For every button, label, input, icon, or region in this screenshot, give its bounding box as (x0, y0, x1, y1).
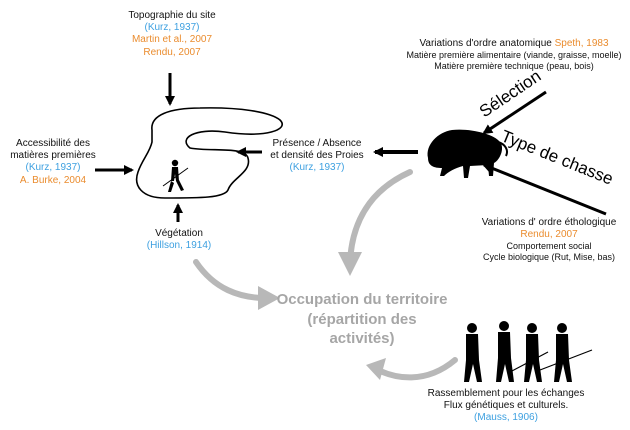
presence-block: Présence / Absence et densité des Proies… (262, 138, 372, 175)
accessibilite-ref-burke: A. Burke, 2004 (19, 174, 87, 186)
accessibilite-ref-kurz: (Kurz, 1937) (25, 162, 81, 174)
accessibilite-line1: Accessibilité des (16, 138, 90, 149)
ethologique-block: Variations d' ordre éthologique Rendu, 2… (470, 217, 628, 263)
anatomique-line1: Matière première alimentaire (viande, gr… (406, 50, 622, 61)
topographie-title: Topographie du site (128, 10, 216, 21)
presence-ref: (Kurz, 1937) (289, 162, 345, 174)
topographie-ref-kurz: (Kurz, 1937) (144, 22, 200, 34)
presence-line1: Présence / Absence (272, 138, 362, 149)
black-arrows (95, 73, 607, 222)
cycle-arrows (193, 169, 458, 381)
cave-outline-icon (135, 107, 283, 199)
vegetation-ref: (Hillson, 1914) (146, 240, 212, 252)
ethologique-line2: Cycle biologique (Rut, Mise, bas) (482, 252, 616, 263)
anatomique-block: Variations d'ordre anatomique Speth, 198… (402, 38, 626, 72)
occupation-line1: Occupation du territoire (276, 291, 448, 308)
vegetation-block: Végétation (Hillson, 1914) (124, 228, 234, 252)
topographie-ref-martin: Martin et al., 2007 (131, 34, 213, 46)
presence-line2: et densité des Proies (270, 150, 364, 162)
hunter-figure-icon (162, 159, 189, 192)
anatomique-ref: Speth, 1983 (554, 38, 609, 49)
occupation-line3: activités) (329, 330, 395, 347)
anatomique-title: Variations d'ordre anatomique (419, 38, 552, 49)
anatomique-title-line: Variations d'ordre anatomique Speth, 198… (402, 38, 626, 50)
accessibilite-block: Accessibilité des matières premières (Ku… (2, 138, 104, 187)
accessibilite-line2: matières premières (10, 150, 96, 162)
vegetation-title: Végétation (155, 228, 203, 239)
rassemblement-block: Rassemblement pour les échanges Flux gén… (418, 388, 594, 425)
topographie-ref-rendu: Rendu, 2007 (143, 46, 201, 58)
ethologique-line1: Comportement social (506, 241, 592, 252)
bison-silhouette-icon (427, 129, 508, 178)
ethologique-title: Variations d' ordre éthologique (481, 217, 617, 228)
rassemblement-line2: Flux génétiques et culturels. (443, 400, 569, 412)
rassemblement-line1: Rassemblement pour les échanges (427, 388, 585, 399)
occupation-block: Occupation du territoire (répartition de… (262, 290, 462, 349)
anatomique-line2: Matière première technique (peau, bois) (434, 61, 594, 72)
rassemblement-ref: (Mauss, 1906) (474, 412, 538, 424)
human-group-silhouettes-icon (464, 321, 593, 382)
topographie-block: Topographie du site (Kurz, 1937) Martin … (112, 10, 232, 59)
occupation-line2: (répartition des (307, 310, 417, 328)
ethologique-ref: Rendu, 2007 (520, 229, 578, 241)
